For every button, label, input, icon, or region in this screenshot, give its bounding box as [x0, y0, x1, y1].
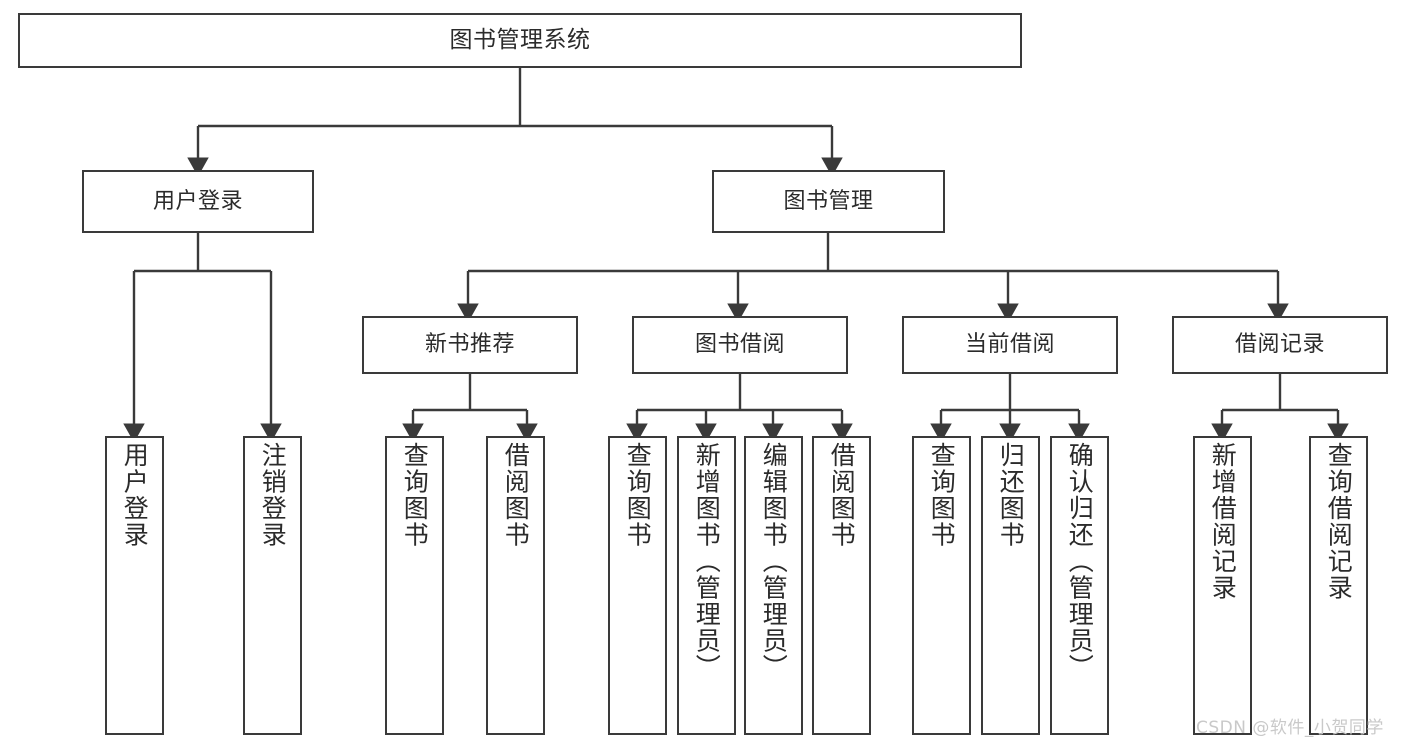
- node-leaf-query-book-3[interactable]: 查询图书: [912, 436, 971, 735]
- node-root[interactable]: 图书管理系统: [18, 13, 1022, 68]
- node-book-manage[interactable]: 图书管理: [712, 170, 945, 233]
- node-leaf-logout-login-label: 注销登录: [258, 442, 288, 548]
- node-borrow-record[interactable]: 借阅记录: [1172, 316, 1388, 374]
- node-leaf-query-book-1-label: 查询图书: [400, 442, 430, 548]
- node-book-borrow[interactable]: 图书借阅: [632, 316, 848, 374]
- node-leaf-add-record-label: 新增借阅记录: [1208, 442, 1238, 601]
- node-leaf-query-book-3-label: 查询图书: [927, 442, 957, 548]
- node-user-login-label: 用户登录: [152, 188, 243, 214]
- node-current-borrow[interactable]: 当前借阅: [902, 316, 1118, 374]
- node-leaf-logout-login[interactable]: 注销登录: [243, 436, 302, 735]
- node-leaf-user-login-label: 用户登录: [120, 442, 150, 548]
- node-book-borrow-label: 图书借阅: [694, 332, 785, 358]
- node-leaf-edit-book-label: 编辑图书（管理员）: [759, 442, 789, 681]
- node-leaf-add-record[interactable]: 新增借阅记录: [1193, 436, 1252, 735]
- node-user-login[interactable]: 用户登录: [82, 170, 314, 233]
- node-root-label: 图书管理系统: [449, 26, 591, 53]
- node-new-book-recommend-label: 新书推荐: [424, 332, 515, 358]
- node-new-book-recommend[interactable]: 新书推荐: [362, 316, 578, 374]
- node-leaf-query-record-label: 查询借阅记录: [1324, 442, 1354, 601]
- node-current-borrow-label: 当前借阅: [964, 332, 1055, 358]
- node-borrow-record-label: 借阅记录: [1234, 332, 1325, 358]
- node-leaf-return-book[interactable]: 归还图书: [981, 436, 1040, 735]
- node-leaf-add-book-label: 新增图书（管理员）: [692, 442, 722, 681]
- node-leaf-query-book-1[interactable]: 查询图书: [385, 436, 444, 735]
- node-leaf-confirm-return-label: 确认归还（管理员）: [1065, 442, 1095, 681]
- node-leaf-query-book-2[interactable]: 查询图书: [608, 436, 667, 735]
- node-book-manage-label: 图书管理: [783, 188, 874, 214]
- node-leaf-confirm-return[interactable]: 确认归还（管理员）: [1050, 436, 1109, 735]
- node-leaf-borrow-book-2[interactable]: 借阅图书: [812, 436, 871, 735]
- node-leaf-borrow-book-2-label: 借阅图书: [827, 442, 857, 548]
- node-leaf-edit-book[interactable]: 编辑图书（管理员）: [744, 436, 803, 735]
- node-leaf-borrow-book-1-label: 借阅图书: [501, 442, 531, 548]
- node-leaf-user-login[interactable]: 用户登录: [105, 436, 164, 735]
- node-leaf-query-record[interactable]: 查询借阅记录: [1309, 436, 1368, 735]
- node-leaf-return-book-label: 归还图书: [996, 442, 1026, 548]
- node-leaf-query-book-2-label: 查询图书: [623, 442, 653, 548]
- node-leaf-borrow-book-1[interactable]: 借阅图书: [486, 436, 545, 735]
- node-leaf-add-book[interactable]: 新增图书（管理员）: [677, 436, 736, 735]
